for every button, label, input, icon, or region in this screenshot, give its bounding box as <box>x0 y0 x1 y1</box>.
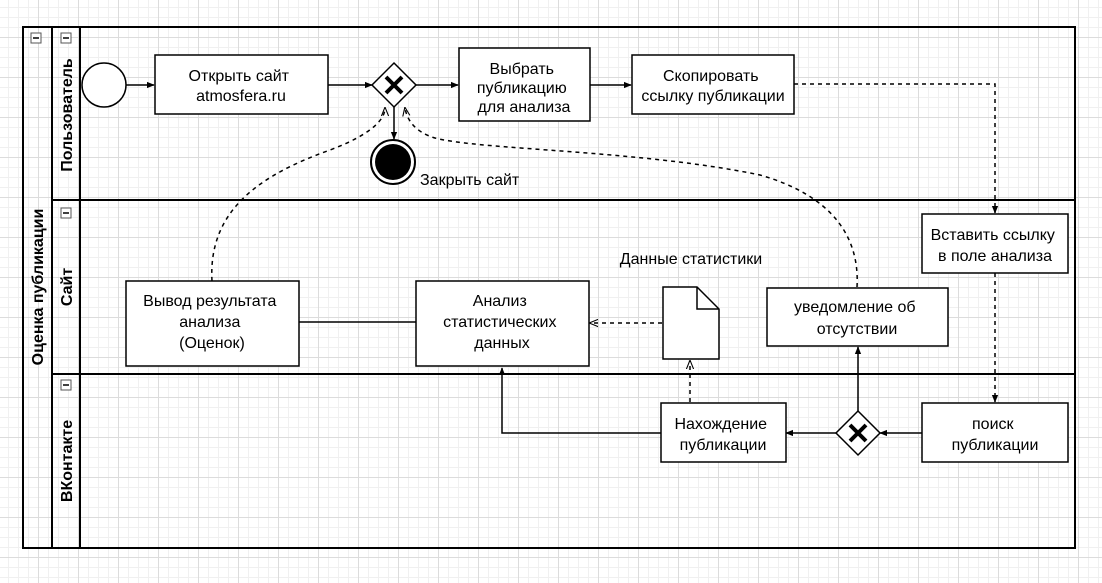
flow-copy-to-paste <box>794 83 999 214</box>
lane-vk-collapse-icon[interactable] <box>60 379 72 391</box>
lane-site: Сайт <box>59 207 76 306</box>
svg-text:поиск публикации: поиск публикации <box>952 416 1039 454</box>
task-analysis[interactable]: Анализ статистических данных <box>415 280 590 367</box>
task-search-publication[interactable]: поиск публикации <box>921 402 1069 463</box>
lane-user-label: Пользователь <box>59 58 76 172</box>
svg-text:Выбрать публикацию: Выбрать публикацию для анализа <box>477 61 571 116</box>
svg-text:Анализ статистических: Анализ статистических данных <box>443 293 561 352</box>
task-choose-publication[interactable]: Выбрать публикацию для анализа <box>458 47 591 122</box>
flow-output-to-gateway <box>211 108 385 282</box>
data-object-label: Данные статистики <box>620 251 762 268</box>
pool: Оценка публикации <box>22 26 1076 549</box>
message-flows <box>211 83 999 403</box>
svg-text:Вывод результата анализа: Вывод результата анализа (Оценок) <box>143 293 281 352</box>
flow-notify-to-gateway <box>405 108 858 288</box>
lane-site-collapse-icon[interactable] <box>60 207 72 219</box>
end-event-icon[interactable] <box>370 139 416 185</box>
task-open-site[interactable]: Открыть сайт atmosfera.ru <box>154 54 329 115</box>
sequence-flows <box>126 81 922 437</box>
exclusive-gateway-icon[interactable] <box>834 409 882 457</box>
lane-vk: ВКонтакте <box>59 379 76 502</box>
lane-user-collapse-icon[interactable] <box>60 32 72 44</box>
lane-site-label: Сайт <box>59 268 76 306</box>
lane-vk-label: ВКонтакте <box>59 420 76 502</box>
task-paste-link[interactable]: Вставить ссылку в поле анализа <box>921 213 1069 274</box>
task-copy-link[interactable]: Скопировать ссылку публикации <box>631 54 795 115</box>
pool-label: Оценка публикации <box>30 209 47 366</box>
exclusive-gateway-icon[interactable] <box>370 61 418 109</box>
svg-text:уведомление об отсутстви: уведомление об отсутствии <box>794 299 920 338</box>
svg-text:Открыть сайт atmosfera.r: Открыть сайт atmosfera.ru <box>189 68 294 105</box>
end-event-label: Закрыть сайт <box>420 172 520 189</box>
svg-text:Вставить ссылку в поле а: Вставить ссылку в поле анализа <box>931 227 1060 265</box>
svg-text:Скопировать ссылку публи: Скопировать ссылку публикации <box>641 68 784 105</box>
flow-find-to-analysis <box>498 367 661 434</box>
data-object-icon[interactable] <box>662 286 720 360</box>
task-find-publication[interactable]: Нахождение публикации <box>660 402 787 463</box>
lane-user: Пользователь <box>59 27 81 548</box>
task-output-result[interactable]: Вывод результата анализа (Оценок) <box>125 280 300 367</box>
pool-collapse-icon[interactable] <box>30 32 42 44</box>
task-notify-absence[interactable]: уведомление об отсутствии <box>766 287 949 347</box>
svg-text:Нахождение публикации: Нахождение публикации <box>674 416 771 454</box>
start-event-icon[interactable] <box>81 62 127 108</box>
